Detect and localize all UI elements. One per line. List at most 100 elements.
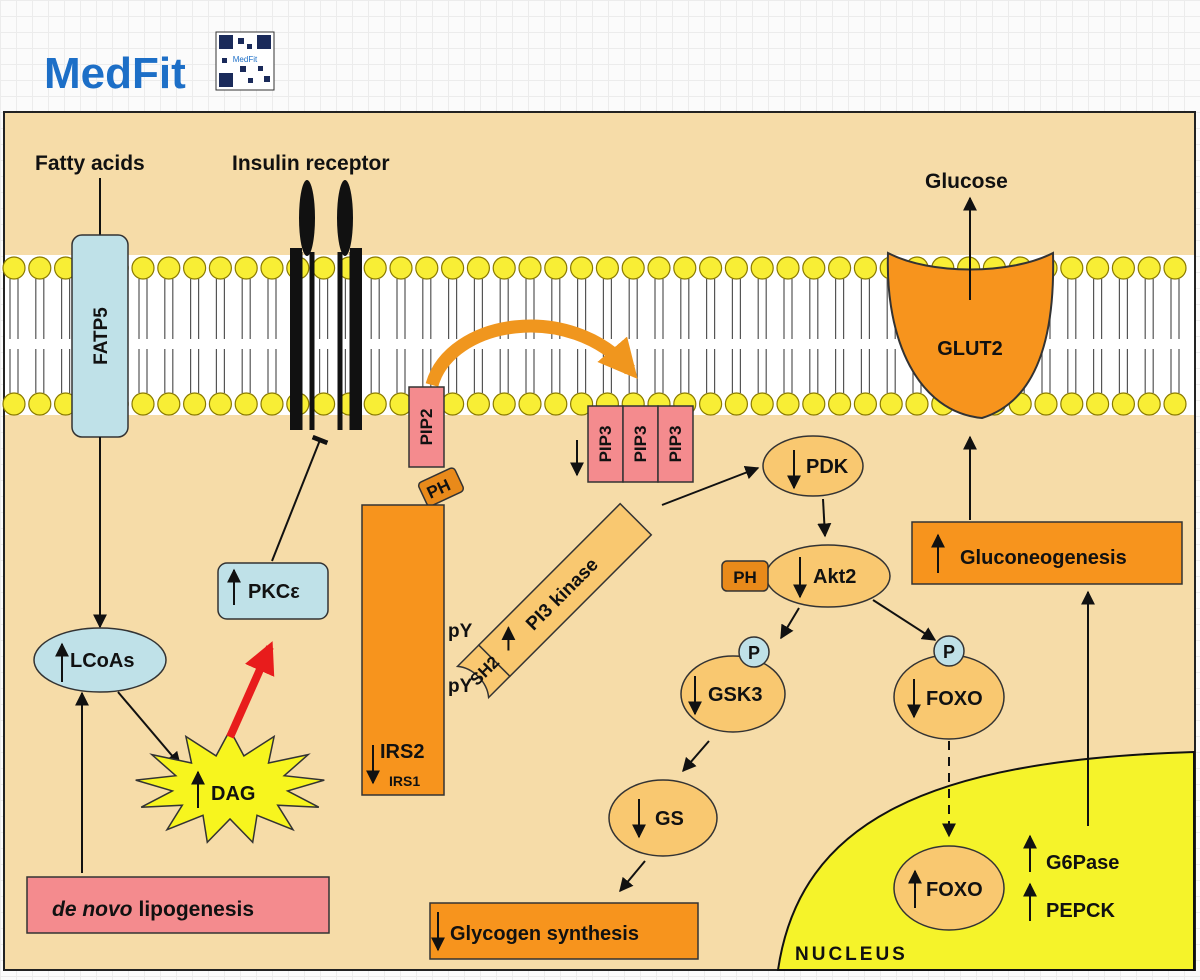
lipid-head bbox=[1085, 392, 1110, 416]
lipid-head bbox=[157, 256, 181, 280]
lipid-head bbox=[647, 256, 671, 280]
gsk3-label: GSK3 bbox=[708, 684, 762, 706]
lipid-head bbox=[1163, 392, 1187, 416]
lipid-head bbox=[802, 256, 826, 280]
lipid-head bbox=[827, 392, 852, 416]
lipid-head bbox=[312, 392, 336, 416]
akt2-to-foxo-arrow bbox=[872, 599, 937, 641]
insulin-receptor-label: Insulin receptor bbox=[232, 152, 390, 175]
lipid-head bbox=[28, 392, 52, 416]
lcoas-to-dag-arrow bbox=[117, 691, 181, 767]
lipid-head bbox=[1060, 392, 1084, 416]
pkc-label: PKCε bbox=[248, 581, 300, 603]
irs-ph-domain bbox=[417, 467, 465, 507]
fatty-acids-label: Fatty acids bbox=[35, 152, 145, 175]
lipid-head bbox=[750, 392, 774, 416]
pdk-to-akt2-arrow bbox=[817, 498, 832, 538]
lipid-head bbox=[853, 392, 878, 416]
lipid-head bbox=[1060, 256, 1084, 280]
lipid-head bbox=[441, 256, 465, 280]
gsk3-to-gs-arrow bbox=[682, 740, 710, 773]
foxo-label: FOXO bbox=[926, 688, 983, 710]
irs2-box bbox=[361, 504, 445, 796]
qr-pattern bbox=[219, 35, 271, 87]
glut2-transporter bbox=[886, 251, 1055, 420]
lipid-head bbox=[389, 256, 413, 280]
lipid-head bbox=[1163, 256, 1187, 280]
lipid-head bbox=[1111, 256, 1136, 280]
lipid-head bbox=[1137, 256, 1161, 280]
gluconeogenesis-label: Gluconeogenesis bbox=[960, 547, 1127, 569]
foxo-phosphate-label: P bbox=[943, 642, 955, 662]
lipid-head bbox=[234, 256, 258, 280]
lipogenesis-box bbox=[26, 876, 330, 934]
dag-label: DAG bbox=[211, 783, 255, 805]
pip3-label-1: PIP3 bbox=[596, 426, 615, 463]
foxo-phosphate bbox=[933, 635, 965, 667]
pip3-label-2: PIP3 bbox=[631, 426, 650, 463]
glut2-label: GLUT2 bbox=[937, 338, 1003, 360]
pip2-to-pip3-arrow bbox=[425, 319, 638, 388]
lipid-head bbox=[260, 256, 284, 280]
lipid-head bbox=[802, 392, 826, 416]
lipid-head bbox=[415, 256, 439, 280]
lipid-head bbox=[544, 256, 568, 280]
g6pase-label: G6Pase bbox=[1046, 852, 1119, 874]
fatp5-label: FATP5 bbox=[91, 307, 112, 365]
lipid-head bbox=[827, 256, 852, 280]
akt2-label: Akt2 bbox=[813, 566, 856, 588]
lipid-head bbox=[544, 392, 568, 416]
gsk3-phosphate-label: P bbox=[748, 643, 760, 663]
lipid-head bbox=[1111, 392, 1136, 416]
lipid-head bbox=[905, 392, 929, 416]
lipid-head bbox=[2, 256, 26, 280]
lipid-head bbox=[1085, 256, 1110, 280]
nuclear-foxo-node bbox=[893, 845, 1005, 931]
lipid-head bbox=[724, 256, 749, 280]
lipid-head bbox=[879, 392, 903, 416]
pip3-group: PIP3 PIP3 PIP3 bbox=[570, 405, 694, 483]
lipid-head bbox=[776, 392, 800, 416]
dag-to-pkc-arrow bbox=[226, 641, 275, 739]
irs1-label: IRS1 bbox=[389, 773, 420, 789]
lipid-head bbox=[569, 256, 594, 280]
lipid-head bbox=[518, 256, 542, 280]
lipid-head bbox=[363, 256, 387, 280]
lipid-head bbox=[750, 256, 774, 280]
nucleus-label: NUCLEUS bbox=[795, 944, 908, 965]
gs-label: GS bbox=[655, 808, 684, 830]
lipid-head bbox=[853, 256, 878, 280]
medfit-logo: MedFit MedFit bbox=[44, 31, 275, 98]
glycogen-synthesis-label: Glycogen synthesis bbox=[450, 923, 639, 945]
lipid-head bbox=[260, 392, 284, 416]
lipid-head bbox=[466, 256, 490, 280]
lipid-head bbox=[131, 392, 155, 416]
lipid-head bbox=[698, 256, 723, 280]
lipid-head bbox=[234, 392, 258, 416]
gsk3-node bbox=[680, 655, 786, 733]
lipogenesis-label: lipogenesis bbox=[139, 898, 255, 921]
lipid-head bbox=[673, 256, 697, 280]
lipid-head bbox=[183, 392, 207, 416]
irs2-label: IRS2 bbox=[380, 741, 424, 763]
lipid-head bbox=[595, 256, 620, 280]
lipid-head bbox=[492, 392, 516, 416]
insulin-receptor bbox=[290, 180, 362, 430]
glucose-label: Glucose bbox=[925, 170, 1008, 193]
akt2-to-gsk3-arrow bbox=[780, 607, 800, 640]
pi3k-to-pdk-arrow bbox=[661, 465, 760, 506]
lipid-head bbox=[776, 256, 800, 280]
lipid-head bbox=[441, 392, 465, 416]
dag-burst bbox=[135, 728, 325, 844]
lipid-head bbox=[208, 392, 232, 416]
lipid-head bbox=[621, 256, 645, 280]
nuclear-foxo-label: FOXO bbox=[926, 879, 983, 901]
lipid-head bbox=[2, 392, 26, 416]
lipid-head bbox=[492, 256, 516, 280]
akt2-ph-domain bbox=[721, 560, 769, 592]
pkc-box bbox=[217, 562, 329, 620]
lipid-head bbox=[466, 392, 490, 416]
